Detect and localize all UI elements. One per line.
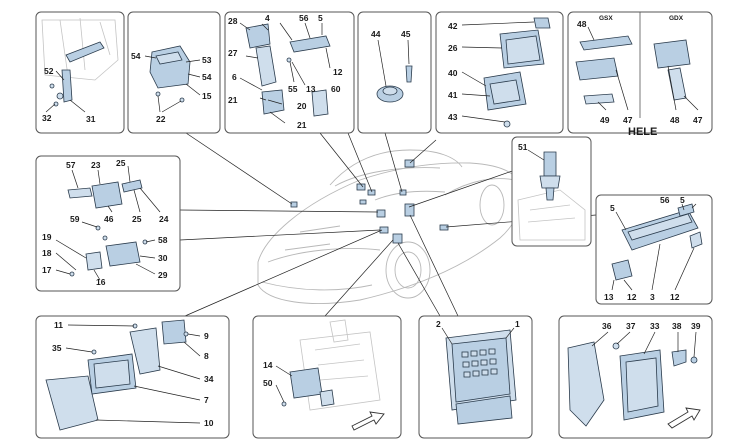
callout-11: 11 [54, 320, 63, 330]
callout-12-p9a: 12 [627, 292, 637, 302]
callout-31: 31 [86, 114, 96, 124]
callout-5-p9b: 5 [680, 195, 685, 205]
car-mounted-parts [290, 159, 449, 244]
callout-27: 27 [228, 48, 238, 58]
callout-22: 22 [156, 114, 166, 124]
callout-48-gdx: 48 [670, 115, 680, 125]
callout-1: 1 [515, 319, 520, 329]
callout-30: 30 [158, 253, 168, 263]
callout-21b: 21 [297, 120, 307, 130]
variant-caption: HELE [628, 126, 657, 138]
callout-10: 10 [204, 418, 214, 428]
callout-28: 28 [228, 16, 238, 26]
panel-7: 57 23 25 46 25 24 59 58 30 29 19 18 17 1… [35, 155, 181, 292]
orientation-arrow-icon [667, 407, 701, 429]
callout-39: 39 [691, 321, 701, 331]
column-header-gdx: GDX [669, 15, 684, 22]
callout-13-p9: 13 [604, 292, 614, 302]
callout-26: 26 [448, 43, 458, 53]
callout-60: 60 [331, 84, 341, 94]
callout-34: 34 [204, 374, 214, 384]
callout-21a: 21 [228, 95, 238, 105]
panel-1: 52 31 32 [35, 11, 125, 134]
callout-17: 17 [42, 265, 52, 275]
callout-56: 56 [299, 13, 309, 23]
callout-23: 23 [91, 160, 101, 170]
panel-6: GSX GDX 48 48 49 47 47 HELE [567, 11, 713, 138]
callout-2: 2 [436, 319, 441, 329]
callout-24: 24 [159, 214, 169, 224]
callout-44: 44 [371, 29, 381, 39]
callout-47-gsx: 47 [623, 115, 633, 125]
callout-38: 38 [672, 321, 682, 331]
callout-41: 41 [448, 90, 458, 100]
callout-12-p9b: 12 [670, 292, 680, 302]
panel-9: 5 56 5 13 12 3 12 [595, 194, 713, 305]
callout-48-gsx: 48 [577, 19, 587, 29]
panel-3: 28 4 56 5 27 12 6 55 13 60 21 20 21 [224, 11, 355, 134]
callout-16: 16 [96, 277, 106, 287]
callout-25a: 25 [116, 158, 126, 168]
callout-14: 14 [263, 360, 273, 370]
panel-13: 36 37 33 38 39 [558, 315, 713, 439]
callout-5-p9a: 5 [610, 203, 615, 213]
callout-55: 55 [288, 84, 298, 94]
callout-5-top: 5 [318, 13, 323, 23]
panel-11: 14 50 [252, 315, 402, 439]
callout-4: 4 [265, 13, 270, 23]
callout-56-p9: 56 [660, 195, 670, 205]
callout-45: 45 [401, 29, 411, 39]
callout-52: 52 [44, 66, 54, 76]
callout-15: 15 [202, 91, 212, 101]
callout-42: 42 [448, 21, 458, 31]
callout-20: 20 [297, 101, 307, 111]
callout-47-gdx: 47 [693, 115, 703, 125]
callout-46: 46 [104, 214, 114, 224]
callout-35: 35 [52, 343, 62, 353]
panel-12: 2 1 [418, 315, 533, 439]
callout-58: 58 [158, 235, 168, 245]
callout-57: 57 [66, 160, 76, 170]
orientation-arrow-icon [351, 411, 385, 431]
callout-18: 18 [42, 248, 52, 258]
callout-50: 50 [263, 378, 273, 388]
callout-13-p3: 13 [306, 84, 316, 94]
callout-6: 6 [232, 72, 237, 82]
callout-49: 49 [600, 115, 610, 125]
car-outline [257, 149, 523, 304]
panel-2: 54 53 54 15 22 [127, 11, 221, 134]
callout-37: 37 [626, 321, 636, 331]
callout-53: 53 [202, 55, 212, 65]
callout-7: 7 [204, 395, 209, 405]
callout-54b: 54 [202, 72, 212, 82]
panel-8: 51 [511, 136, 592, 247]
callout-43: 43 [448, 112, 458, 122]
callout-36: 36 [602, 321, 612, 331]
callout-59: 59 [70, 214, 80, 224]
callout-19: 19 [42, 232, 52, 242]
callout-3: 3 [650, 292, 655, 302]
callout-51: 51 [518, 142, 528, 152]
callout-9: 9 [204, 331, 209, 341]
panel-5: 42 26 40 41 43 [435, 11, 564, 134]
callout-29: 29 [158, 270, 168, 280]
callout-32: 32 [42, 113, 52, 123]
callout-12-p3: 12 [333, 67, 343, 77]
callout-25b: 25 [132, 214, 142, 224]
callout-40: 40 [448, 68, 458, 78]
panel-4: 44 45 [357, 11, 432, 134]
panel-10: 11 9 8 35 34 7 10 [35, 315, 230, 439]
column-header-gsx: GSX [599, 15, 613, 22]
callout-54a: 54 [131, 51, 141, 61]
fuse-grid [461, 348, 498, 378]
callout-33: 33 [650, 321, 660, 331]
callout-8: 8 [204, 351, 209, 361]
